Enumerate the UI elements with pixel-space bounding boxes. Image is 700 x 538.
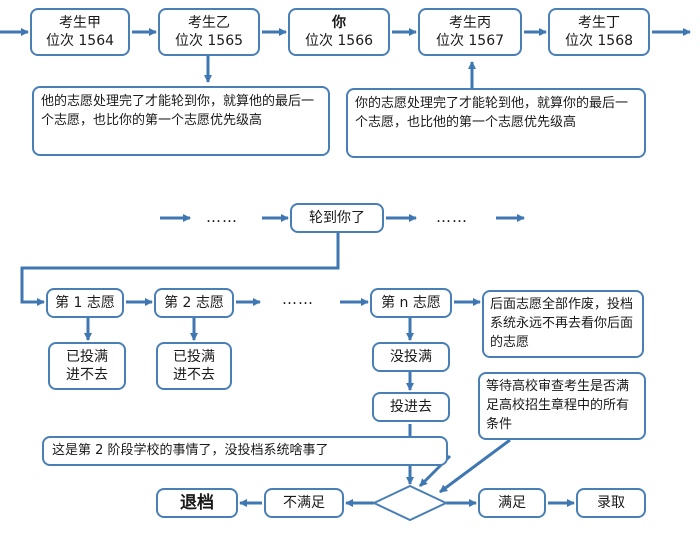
return-box: 退档 (156, 488, 238, 518)
student-rank: 位次 1567 (435, 33, 505, 49)
choice-n-box: 第 n 志愿 (370, 288, 452, 318)
student-name: 考生丙 (449, 15, 491, 31)
ellipsis-choices: …… (282, 290, 314, 308)
ellipsis-left: …… (206, 208, 238, 226)
void-note: 后面志愿全部作废，投档系统永远不再去看你后面的志愿 (482, 290, 644, 358)
student-rank: 位次 1565 (174, 33, 244, 49)
student-rank: 位次 1568 (564, 33, 634, 49)
submitted-box: 投进去 (372, 392, 450, 422)
student-box-you: 你 位次 1566 (288, 8, 390, 56)
student-box-4: 考生丁 位次 1568 (548, 8, 650, 56)
your-turn-box: 轮到你了 (290, 203, 384, 233)
full-label-line2: 进不去 (173, 367, 215, 383)
admit-box: 录取 (576, 488, 646, 518)
student-name: 考生甲 (59, 15, 101, 31)
full-box-2: 已投满 进不去 (156, 342, 232, 390)
decision-diamond (371, 484, 449, 522)
choice-2-box: 第 2 志愿 (154, 288, 234, 318)
stage2-note: 这是第 2 阶段学校的事情了，没投档系统啥事了 (42, 436, 448, 466)
full-box-1: 已投满 进不去 (48, 342, 126, 390)
full-label-line1: 已投满 (173, 349, 215, 365)
wait-review-note: 等待高校审查考生是否满足高校招生章程中的所有条件 (478, 372, 646, 440)
student-name: 考生乙 (188, 15, 230, 31)
student-box-3: 考生丙 位次 1567 (418, 8, 522, 56)
student-box-1: 考生甲 位次 1564 (30, 8, 130, 56)
not-full-box: 没投满 (372, 342, 450, 372)
arrow-turn-to-choice-1 (20, 232, 340, 306)
choice-1-box: 第 1 志愿 (46, 288, 124, 318)
ellipsis-right: …… (436, 208, 468, 226)
student-name: 考生丁 (578, 15, 620, 31)
full-label-line1: 已投满 (66, 349, 108, 365)
meet-box: 满足 (478, 488, 546, 518)
right-priority-note: 你的志愿处理完了才能轮到他，就算你的最后一个志愿，也比他的第一个志愿优先级高 (346, 88, 646, 158)
student-name: 你 (332, 15, 346, 31)
student-rank: 位次 1564 (45, 33, 115, 49)
full-label-line2: 进不去 (66, 367, 108, 383)
student-rank: 位次 1566 (304, 33, 374, 49)
left-priority-note: 他的志愿处理完了才能轮到你，就算他的最后一个志愿，也比你的第一个志愿优先级高 (32, 86, 330, 156)
student-box-2: 考生乙 位次 1565 (158, 8, 260, 56)
not-meet-box: 不满足 (264, 488, 344, 518)
arrow-wait-to-decision (439, 438, 511, 494)
